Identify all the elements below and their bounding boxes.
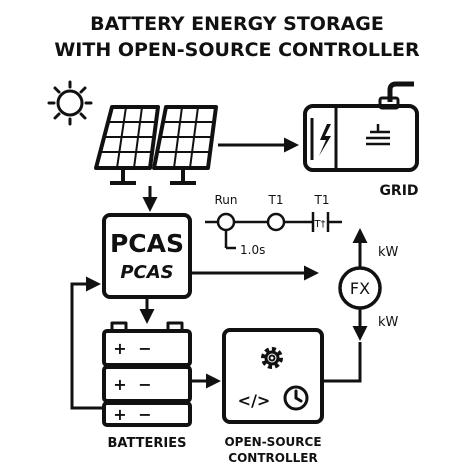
- battery-sign: −: [138, 375, 151, 394]
- title-line-2: WITH OPEN-SOURCE CONTROLLER: [54, 39, 420, 61]
- solar-panel-icon: [94, 105, 218, 185]
- pcas-title: PCAS: [110, 229, 184, 258]
- sun-icon: [47, 80, 93, 126]
- controller-label-line-2: CONTROLLER: [228, 451, 317, 465]
- grid-cabinet-icon: [303, 81, 419, 172]
- ladder-rung: [205, 212, 342, 250]
- t1-contact-label: T1: [314, 193, 330, 207]
- t1-label: T1: [268, 193, 284, 207]
- battery-sign: +: [113, 375, 126, 394]
- contact-tag: T†: [313, 219, 325, 230]
- controller-label-line-1: OPEN-SOURCE: [224, 435, 321, 449]
- grid-label: GRID: [379, 183, 418, 199]
- fx-label: FX: [350, 279, 370, 298]
- line-controller-to-fx: [322, 342, 362, 383]
- battery-icon: [102, 321, 192, 427]
- battery-sign: +: [113, 339, 126, 358]
- run-label: Run: [214, 193, 237, 207]
- pcas-subtitle: PCAS: [120, 262, 173, 283]
- gear-icon: [261, 347, 283, 369]
- battery-sign: +: [113, 405, 126, 424]
- code-icon: </>: [238, 391, 271, 410]
- plug-icon: [366, 124, 390, 146]
- clock-icon: [283, 385, 309, 411]
- arrow-batteries-to-pcas: [70, 276, 104, 410]
- batteries-label: BATTERIES: [108, 436, 187, 451]
- battery-sign: −: [138, 339, 151, 358]
- kw-bottom-label: kW: [378, 315, 399, 330]
- battery-sign: −: [138, 405, 151, 424]
- fx-node: [338, 266, 382, 310]
- controller-box: [222, 328, 324, 424]
- timer-label: 1.0s: [240, 243, 265, 257]
- kw-top-label: kW: [378, 245, 399, 260]
- battery-signs: + − + − + −: [113, 339, 151, 424]
- lightning-icon: [319, 124, 331, 156]
- title-line-1: BATTERY ENERGY STORAGE: [90, 13, 384, 35]
